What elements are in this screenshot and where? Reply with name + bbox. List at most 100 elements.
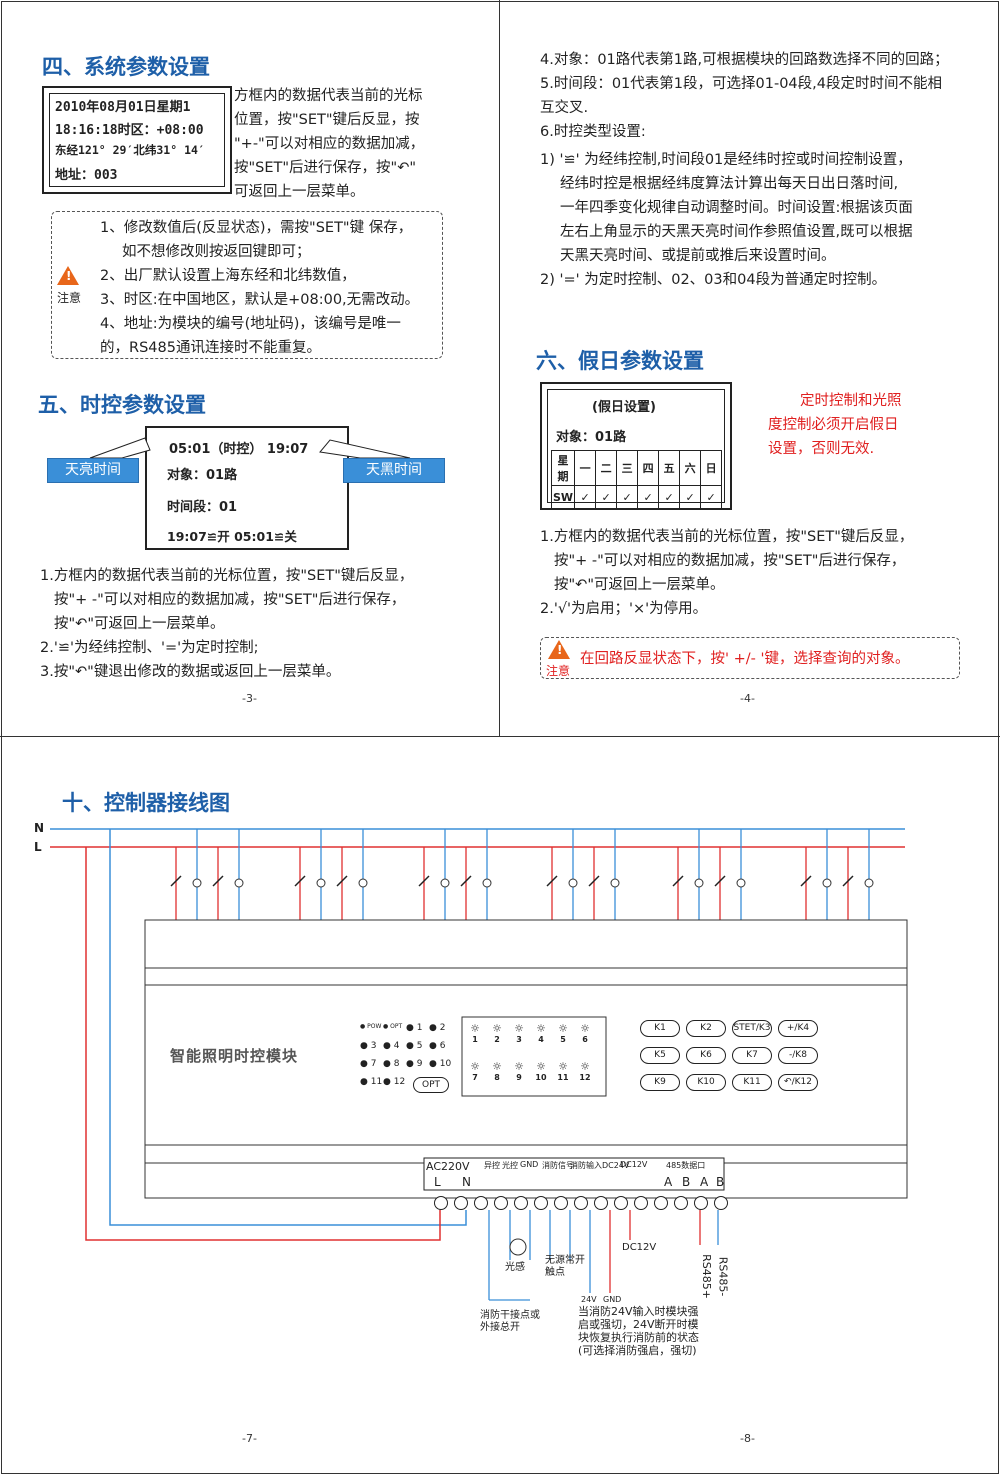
lcd-line2: 18:16:18时区：+08:00 bbox=[55, 123, 204, 138]
key-button[interactable]: K10 bbox=[686, 1074, 726, 1091]
terminal-label: B bbox=[716, 1175, 725, 1189]
lamp-icon bbox=[568, 878, 578, 888]
key-button[interactable]: K11 bbox=[732, 1074, 772, 1091]
page-number-7: -7- bbox=[242, 1432, 257, 1445]
terminal-label: B bbox=[682, 1175, 691, 1189]
opt-button[interactable]: OPT bbox=[413, 1077, 449, 1093]
holiday-red-note: 定时控制和光照 度控制必须开启假日 设置，否则无效. bbox=[768, 393, 902, 457]
led-indicator: ● 6 bbox=[429, 1041, 446, 1051]
lamp-indicator: ☼2 bbox=[492, 1022, 502, 1044]
terminal-label: N bbox=[462, 1175, 471, 1189]
key-button[interactable]: ↶/K12 bbox=[778, 1074, 818, 1091]
key-button[interactable]: K9 bbox=[640, 1074, 680, 1091]
terminal-label: A bbox=[664, 1175, 673, 1189]
terminal-header: GND bbox=[520, 1160, 539, 1169]
note-label: 注意 bbox=[546, 664, 571, 678]
terminal-header: 光控 bbox=[502, 1161, 518, 1170]
switch-icon bbox=[294, 875, 306, 887]
lamp-icon bbox=[822, 878, 832, 888]
switch-icon bbox=[418, 875, 430, 887]
label-l: L bbox=[34, 840, 42, 854]
led-indicator: ● OPT bbox=[383, 1023, 403, 1030]
timer-lcd-line1: 05:01（时控） 19:07 bbox=[169, 442, 309, 457]
key-button[interactable]: K6 bbox=[686, 1047, 726, 1064]
led-indicator: ● 5 bbox=[406, 1041, 423, 1051]
note-box-system bbox=[51, 211, 443, 359]
section-title-timer: 五、时控参数设置 bbox=[38, 393, 206, 417]
terminal-header: 消防输入DC24V bbox=[570, 1161, 630, 1170]
horizontal-divider bbox=[0, 736, 1000, 737]
terminal-screw bbox=[494, 1196, 508, 1210]
switch-icon bbox=[546, 875, 558, 887]
section-title-system: 四、系统参数设置 bbox=[42, 55, 210, 79]
key-button[interactable]: K1 bbox=[640, 1020, 680, 1037]
section-title-wiring: 十、控制器接线图 bbox=[62, 791, 230, 815]
switch-icon bbox=[336, 875, 348, 887]
led-indicator: ● 10 bbox=[429, 1059, 452, 1069]
lamp-icon bbox=[864, 878, 874, 888]
timer-lcd-line2: 对象：01路 bbox=[167, 468, 238, 483]
lamp-indicator: ☼6 bbox=[580, 1022, 590, 1044]
fire-note: 当消防24V输入时模块强 启或强切，24V断开时模 块恢复执行消防前的状态 (可… bbox=[578, 1305, 699, 1357]
terminal-header: DC12V bbox=[620, 1160, 648, 1169]
lamp-indicator: ☼3 bbox=[514, 1022, 524, 1044]
lamp-indicator: ☼8 bbox=[492, 1060, 502, 1082]
lamp-indicator: ☼9 bbox=[514, 1060, 524, 1082]
terminal-screw bbox=[454, 1196, 468, 1210]
lcd-description: 方框内的数据代表当前的光标 位置，按"SET"键后反显，按 "+-"可以对相应的… bbox=[234, 88, 425, 200]
switch-icon bbox=[672, 875, 684, 887]
key-button[interactable]: K7 bbox=[732, 1047, 772, 1064]
terminal-header: 485数据口 bbox=[666, 1161, 706, 1170]
section-title-holiday: 六、假日参数设置 bbox=[536, 349, 704, 373]
tag-sunrise: 天亮时间 bbox=[47, 458, 139, 483]
terminal-label: L bbox=[434, 1175, 441, 1189]
light-sensor-label: 光感 bbox=[505, 1262, 525, 1273]
timer-lcd: 05:01（时控） 19:07 对象：01路 时间段：01 19:07≌开 05… bbox=[145, 426, 349, 550]
note-box-holiday bbox=[540, 637, 960, 679]
terminal-screw bbox=[714, 1196, 728, 1210]
lcd-line1: 2010年08月01日星期1 bbox=[55, 100, 191, 115]
terminal-screw bbox=[674, 1196, 688, 1210]
key-button[interactable]: +/K4 bbox=[778, 1020, 818, 1037]
holiday-description: 1.方框内的数据代表当前的光标位置，按"SET"键后反显， 按"+ -"可以对相… bbox=[540, 529, 914, 617]
system-lcd: 2010年08月01日星期1 18:16:18时区：+08:00 东经121° … bbox=[42, 86, 232, 194]
label-n: N bbox=[34, 821, 45, 835]
gnd-label: GND bbox=[603, 1295, 622, 1304]
terminal-screw bbox=[434, 1196, 448, 1210]
lamp-icon bbox=[234, 878, 244, 888]
terminal-screw bbox=[554, 1196, 568, 1210]
terminal-screw bbox=[654, 1196, 668, 1210]
key-button[interactable]: -/K8 bbox=[778, 1047, 818, 1064]
terminal-screw bbox=[634, 1196, 648, 1210]
led-indicator: ● 7 bbox=[360, 1059, 377, 1069]
holiday-note: 在回路反显状态下，按' +/- '键，选择查询的对象。 bbox=[580, 651, 910, 667]
tag-sunset: 天黑时间 bbox=[343, 458, 445, 483]
lamp-indicator: ☼7 bbox=[470, 1060, 480, 1082]
terminal-screw bbox=[574, 1196, 588, 1210]
holiday-lcd: (假日设置) 对象：01路 星期 一 二 三 四 五 六 日 SW ✓ ✓ ✓ … bbox=[540, 382, 732, 510]
wiring-svg bbox=[50, 828, 908, 1301]
terminal-screw bbox=[694, 1196, 708, 1210]
note-label: 注意 bbox=[57, 291, 82, 305]
led-indicator: ● 9 bbox=[406, 1059, 423, 1069]
page-number-4: -4- bbox=[740, 692, 755, 705]
key-button[interactable]: K2 bbox=[686, 1020, 726, 1037]
lamp-indicator: ☼11 bbox=[557, 1060, 569, 1082]
terminal-screw bbox=[614, 1196, 628, 1210]
lamp-indicator: ☼10 bbox=[535, 1060, 547, 1082]
lamp-icon bbox=[316, 878, 326, 888]
lcd-line3: 东经121° 29′北纬31° 14′ bbox=[55, 143, 205, 157]
terminal-header: AC220V bbox=[426, 1160, 470, 1173]
key-button[interactable]: STET/K3 bbox=[732, 1020, 772, 1037]
holiday-week-table: 星期 一 二 三 四 五 六 日 SW ✓ ✓ ✓ ✓ ✓ ✓ ✓ bbox=[550, 450, 723, 509]
lamp-icon bbox=[694, 878, 704, 888]
lamp-icon bbox=[440, 878, 450, 888]
led-indicator: ● 11 bbox=[360, 1077, 383, 1087]
led-indicator: ● 2 bbox=[429, 1023, 446, 1033]
lcd-line4: 地址：003 bbox=[55, 168, 118, 183]
lamp-indicator: ☼4 bbox=[536, 1022, 546, 1044]
led-indicator: ● POW bbox=[360, 1023, 382, 1030]
key-button[interactable]: K5 bbox=[640, 1047, 680, 1064]
